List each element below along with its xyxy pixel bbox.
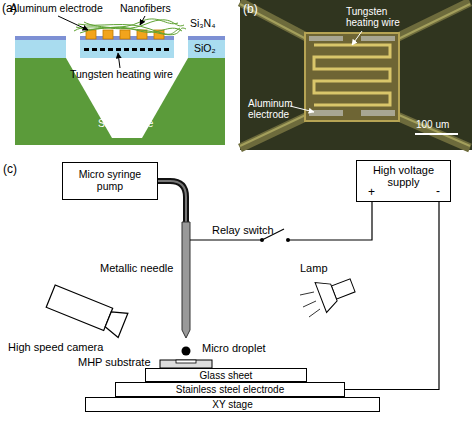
electrode-pad <box>309 36 343 41</box>
part-label: Metallic needle <box>100 262 173 274</box>
light-ray <box>309 309 320 317</box>
fiber <box>84 22 186 35</box>
tube-core <box>158 181 186 222</box>
box-label: Glass sheet <box>146 370 306 381</box>
membrane <box>80 40 174 58</box>
support-beams <box>240 2 470 148</box>
si3n4-layer <box>188 36 225 40</box>
leader-line <box>140 16 145 25</box>
process-box: Micro syringe pump <box>62 162 158 200</box>
scale-bar <box>415 133 458 135</box>
part-label: (b) <box>243 3 258 16</box>
camera-body <box>46 285 112 330</box>
part-label: Relay switch <box>212 224 274 236</box>
part-label: SiO₂ <box>194 43 216 55</box>
leader-lines <box>290 31 362 112</box>
etched-cavity <box>66 58 188 138</box>
box-label: Stainless steel electrode <box>116 384 344 395</box>
photo-background <box>240 0 472 150</box>
part-label: Aluminum electrode <box>10 3 103 15</box>
part-label: Lamp <box>300 262 328 274</box>
electrode-pad <box>361 110 395 116</box>
part-label: Nanofibers <box>120 3 171 15</box>
syringe-tube <box>158 181 186 222</box>
wire-segment <box>84 48 89 51</box>
box-label: High voltage supply <box>371 164 436 188</box>
cross-section <box>15 16 225 145</box>
hotplate <box>305 33 399 121</box>
part-label: Aluminum electrode <box>248 98 294 120</box>
process-box: XY stage <box>85 397 380 412</box>
electrode <box>103 30 113 39</box>
leader-line <box>118 53 120 68</box>
light-ray <box>303 301 316 307</box>
part-label: - <box>436 185 440 198</box>
tungsten-wire <box>84 48 169 51</box>
part-label: Tungsten heating wire <box>70 69 173 81</box>
part-label: + <box>368 186 375 199</box>
part-label: High speed camera <box>8 341 103 353</box>
wire-segment <box>164 48 169 51</box>
box-label: Micro syringe pump <box>65 169 155 192</box>
nanofibers <box>74 19 186 35</box>
micro-electrodes <box>309 36 395 116</box>
wire-segment <box>108 48 113 51</box>
electrode <box>86 30 96 39</box>
leader-line <box>58 16 88 30</box>
wire-segment <box>100 48 105 51</box>
lamp-reflector <box>315 278 340 313</box>
micrograph <box>240 0 472 150</box>
sio2-layer <box>15 40 66 58</box>
electrode-pad <box>309 110 343 116</box>
part-label: (c) <box>3 163 17 176</box>
wire-segment <box>156 48 161 51</box>
setup <box>46 181 372 368</box>
part-label: Si substrate <box>98 118 153 130</box>
sio2-layer <box>188 40 225 58</box>
wire-segment <box>92 48 97 51</box>
leader-line <box>352 31 362 45</box>
process-box: Glass sheet <box>145 368 307 382</box>
camera-symbol <box>46 284 128 337</box>
lamp-symbol <box>315 270 358 312</box>
wire-segment <box>132 48 137 51</box>
light-rays <box>300 292 320 317</box>
wire-segment <box>116 48 121 51</box>
relay-wire <box>190 202 372 240</box>
process-box: Stainless steel electrode <box>115 382 345 397</box>
part-label: MHP substrate <box>78 356 151 368</box>
box-label: XY stage <box>86 399 379 410</box>
switch-contact <box>286 238 290 242</box>
wire-connector <box>345 202 439 390</box>
leader-line <box>290 106 314 112</box>
part-label: Micro droplet <box>202 342 266 354</box>
part-label: Tungsten heating wire <box>346 6 408 28</box>
camera-lens <box>103 307 128 337</box>
wire-segment <box>124 48 129 51</box>
micro-droplet <box>182 347 191 356</box>
beam-traces <box>240 4 470 146</box>
si3n4-layer <box>15 36 66 40</box>
part-label: 100 um <box>416 119 449 130</box>
part-label: Si₃N₄ <box>190 18 215 30</box>
wire-segment <box>140 48 145 51</box>
light-ray <box>300 292 314 295</box>
si-substrate <box>15 58 225 145</box>
leader-lines <box>58 16 145 68</box>
metallic-needle <box>182 222 190 338</box>
wire-segment <box>148 48 153 51</box>
heating-wire <box>314 45 390 105</box>
mhp-substrate <box>160 360 212 368</box>
switch-contact <box>260 238 264 242</box>
electrode <box>120 30 130 39</box>
electrode-pad <box>361 36 395 41</box>
substrate-cavity <box>176 360 196 363</box>
